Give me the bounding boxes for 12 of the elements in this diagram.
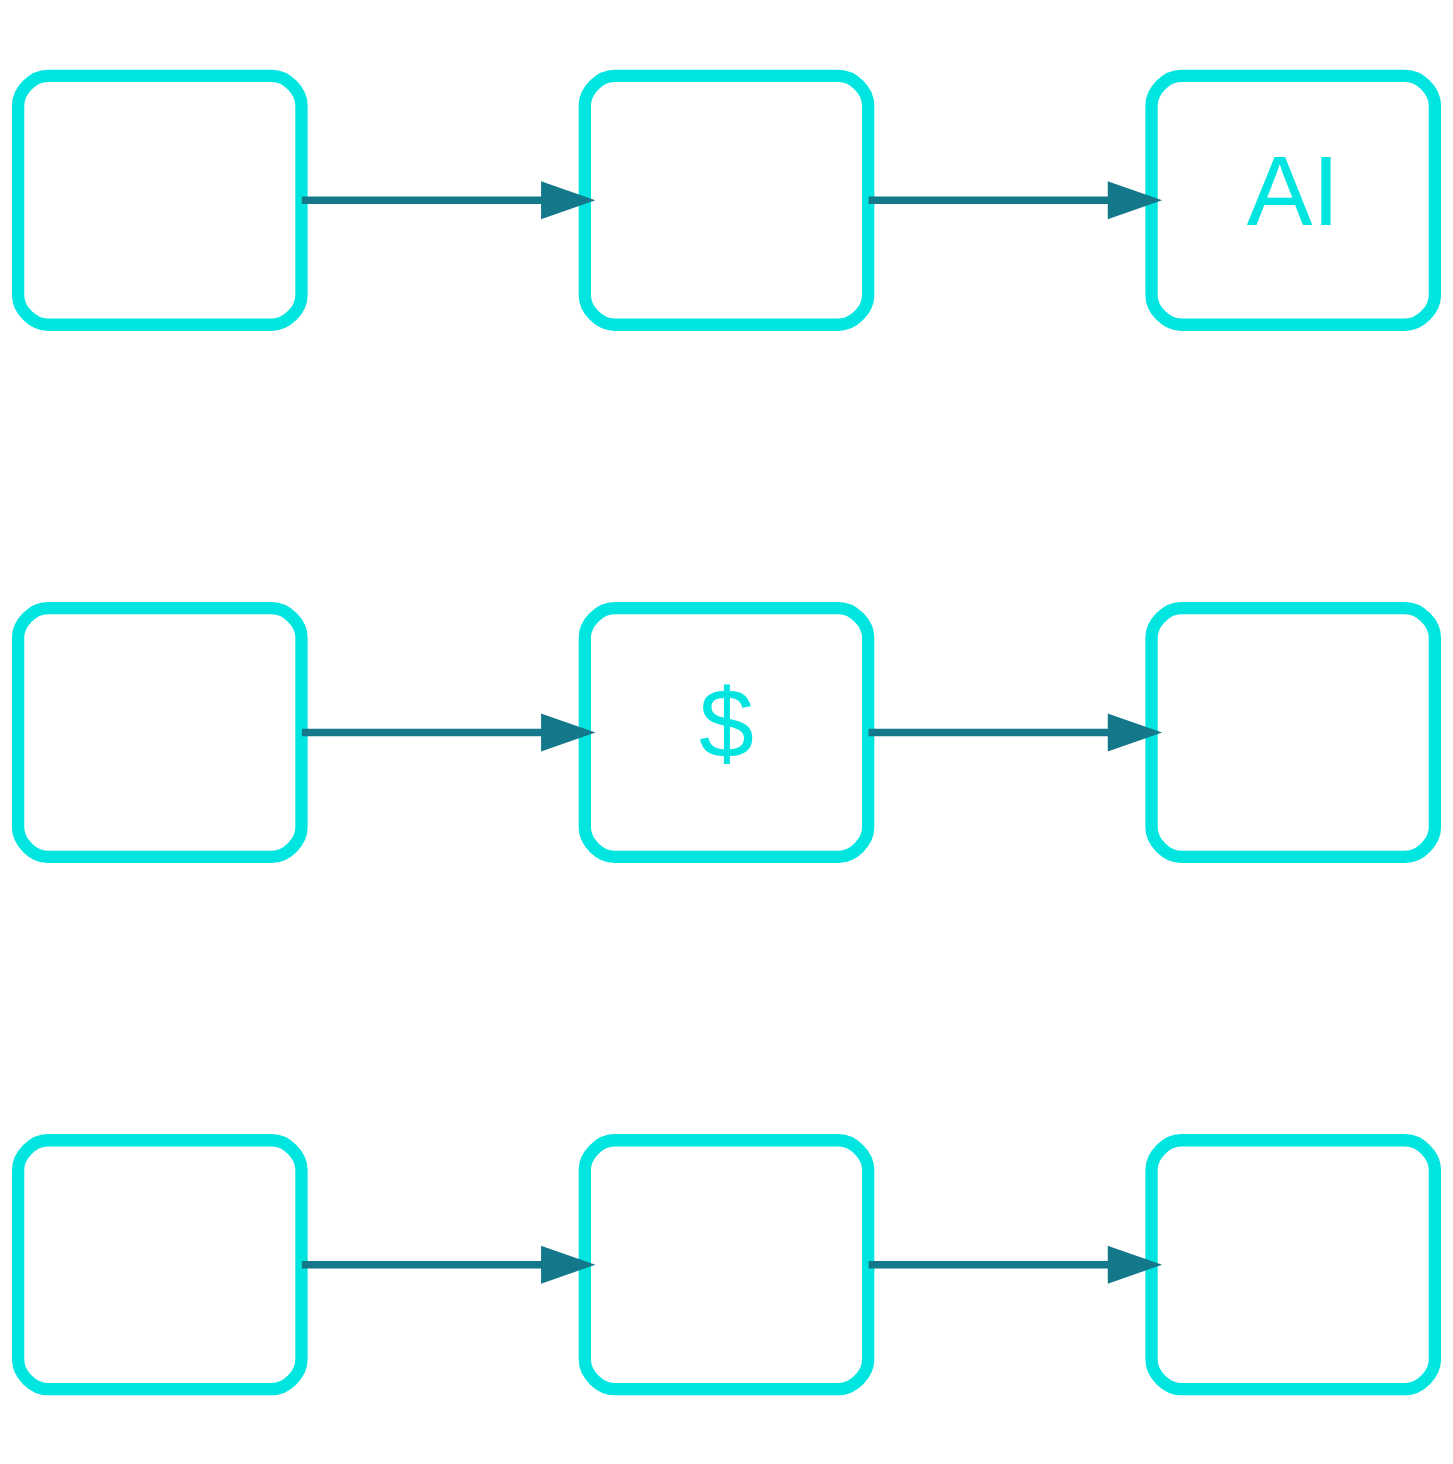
node-box: AI [1145, 69, 1442, 331]
node-box [11, 601, 308, 863]
arrow [301, 713, 596, 751]
node-box [578, 1133, 875, 1395]
node-box [11, 69, 308, 331]
node-box [11, 1133, 308, 1395]
node-box [1145, 601, 1442, 863]
node-box [1145, 1133, 1442, 1395]
node-box: $ [578, 601, 875, 863]
arrow [301, 180, 596, 219]
arrow [301, 1245, 596, 1284]
node-box [578, 69, 875, 331]
